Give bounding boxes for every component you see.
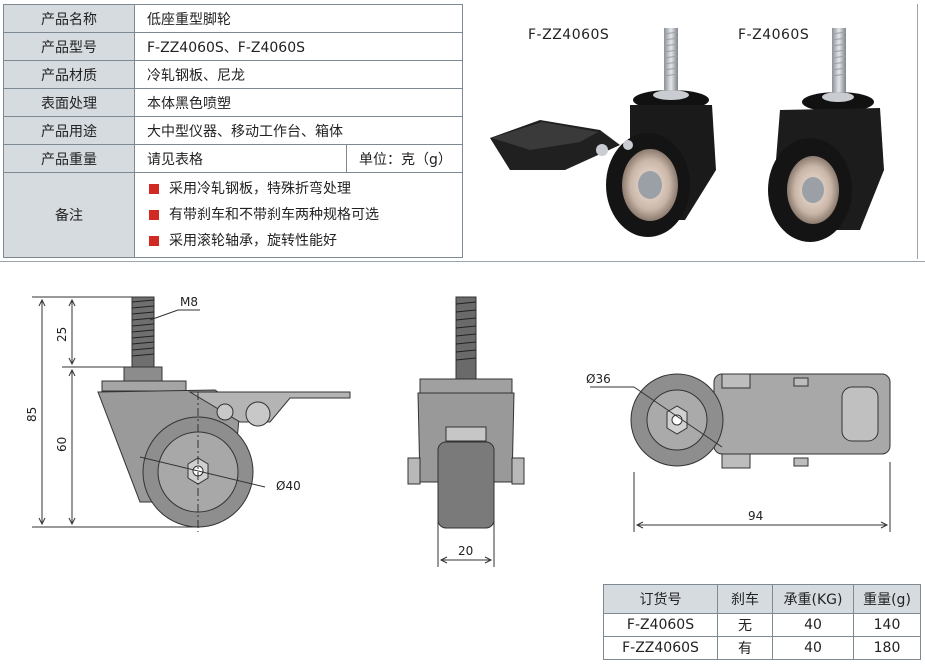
product-photos: [490, 28, 884, 242]
photo-label-brake: F-ZZ4060S: [528, 27, 610, 43]
spec-label: 产品材质: [3, 60, 135, 89]
technical-drawing: M8 25 85 60 Ø40 20 Ø36 94: [25, 295, 891, 567]
notes-list: 采用冷轧钢板，特殊折弯处理 有带刹车和不带刹车两种规格可选 采用滚轮轴承，旋转性…: [147, 176, 462, 254]
weight-unit: 单位：克（g）: [346, 144, 463, 173]
order-header: 订货号: [603, 584, 718, 614]
spec-value: 大中型仪器、移动工作台、箱体: [134, 116, 463, 145]
spec-row-notes: 备注 采用冷轧钢板，特殊折弯处理 有带刹车和不带刹车两种规格可选 采用滚轮轴承，…: [3, 172, 463, 258]
spec-label: 产品名称: [3, 4, 135, 33]
dim-85-label: 85: [25, 407, 39, 422]
photo-label-nobrake: F-Z4060S: [738, 27, 810, 43]
order-cell: 180: [853, 636, 921, 660]
order-cell: F-Z4060S: [603, 613, 718, 637]
order-row: F-Z4060S 无 40 140: [603, 613, 921, 637]
spec-row: 产品名称 低座重型脚轮: [3, 4, 463, 33]
dim-25-label: 25: [55, 327, 69, 342]
frame-right-border: [917, 4, 918, 259]
order-header: 重量(g): [853, 584, 921, 614]
front-view: [407, 296, 525, 567]
side-view: [97, 296, 351, 532]
caster-nobrake-photo: [768, 28, 884, 242]
order-header: 刹车: [717, 584, 773, 614]
thread-label: M8: [180, 295, 198, 309]
spec-value: F-ZZ4060S、F-Z4060S: [134, 32, 463, 61]
order-header-row: 订货号 刹车 承重(KG) 重量(g): [603, 584, 921, 614]
width-20-label: 20: [458, 544, 473, 558]
spec-value: 冷轧钢板、尼龙: [134, 60, 463, 89]
note-item: 采用滚轮轴承，旋转性能好: [147, 228, 462, 254]
spec-label: 产品用途: [3, 116, 135, 145]
top-view: [590, 373, 891, 532]
spec-row: 表面处理 本体黑色喷塑: [3, 88, 463, 117]
order-cell: 无: [717, 613, 773, 637]
order-header: 承重(KG): [772, 584, 854, 614]
order-table: 订货号 刹车 承重(KG) 重量(g) F-Z4060S 无 40 140 F-…: [603, 584, 921, 660]
spec-value: 低座重型脚轮: [134, 4, 463, 33]
order-cell: 有: [717, 636, 773, 660]
order-cell: 140: [853, 613, 921, 637]
dim-60-label: 60: [55, 437, 69, 452]
spec-row-weight: 产品重量 请见表格 单位：克（g）: [3, 144, 463, 173]
section-divider: [0, 261, 925, 262]
spec-value: 本体黑色喷塑: [134, 88, 463, 117]
order-row: F-ZZ4060S 有 40 180: [603, 636, 921, 660]
spec-label: 产品型号: [3, 32, 135, 61]
note-item: 采用冷轧钢板，特殊折弯处理: [147, 176, 462, 202]
caster-brake-photo: [490, 28, 716, 237]
order-cell: F-ZZ4060S: [603, 636, 718, 660]
length-94-label: 94: [748, 509, 763, 523]
dia-40-label: Ø40: [276, 479, 301, 493]
spec-row: 产品材质 冷轧钢板、尼龙: [3, 60, 463, 89]
weight-label: 产品重量: [3, 144, 135, 173]
note-item: 有带刹车和不带刹车两种规格可选: [147, 202, 462, 228]
dia-36-label: Ø36: [586, 372, 611, 386]
notes-cell: 采用冷轧钢板，特殊折弯处理 有带刹车和不带刹车两种规格可选 采用滚轮轴承，旋转性…: [134, 172, 463, 258]
order-cell: 40: [772, 613, 854, 637]
spec-table: 产品名称 低座重型脚轮 产品型号 F-ZZ4060S、F-Z4060S 产品材质…: [3, 4, 463, 258]
spec-label: 表面处理: [3, 88, 135, 117]
spec-row: 产品型号 F-ZZ4060S、F-Z4060S: [3, 32, 463, 61]
notes-label: 备注: [3, 172, 135, 258]
order-cell: 40: [772, 636, 854, 660]
weight-value: 请见表格: [134, 144, 347, 173]
spec-row: 产品用途 大中型仪器、移动工作台、箱体: [3, 116, 463, 145]
side-view-dimensions: [32, 296, 266, 528]
